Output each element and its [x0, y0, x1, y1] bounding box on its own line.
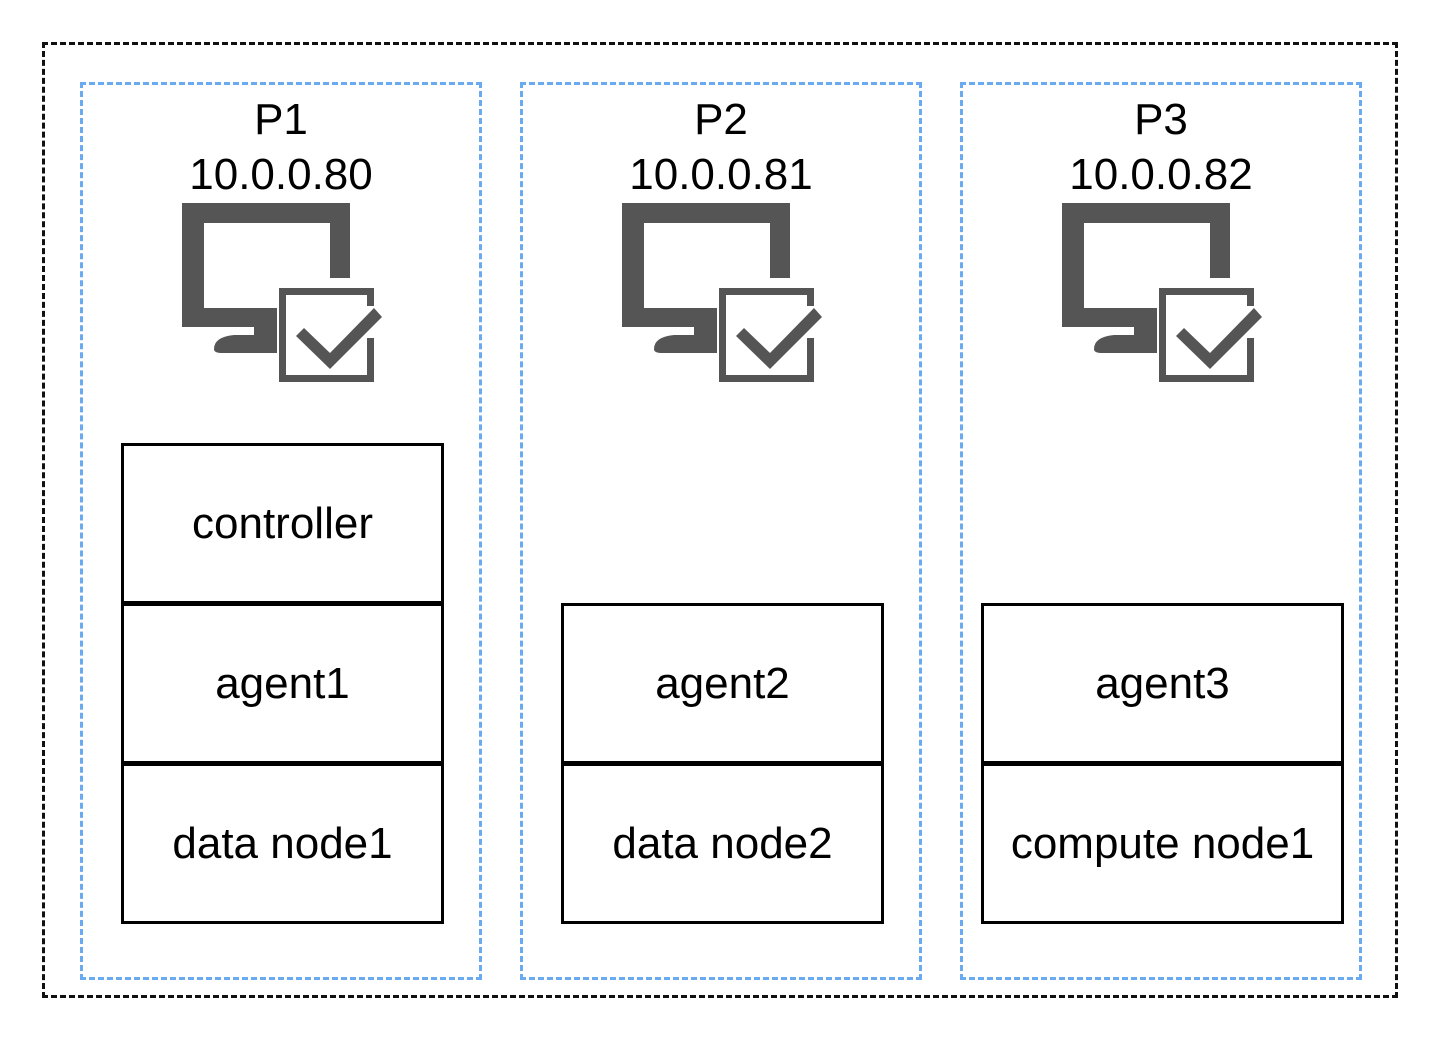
monitor-check-icon — [622, 203, 822, 382]
component-box-agent3: agent3 — [981, 603, 1344, 764]
monitor-check-icon — [182, 203, 382, 382]
component-box-data-node2: data node2 — [561, 763, 884, 924]
host-p1: P1 10.0.0.80 controller agent1 data node… — [80, 82, 482, 980]
component-box-controller: controller — [121, 443, 444, 604]
host-ip: 10.0.0.82 — [1069, 150, 1253, 199]
component-box-compute-node1: compute node1 — [981, 763, 1344, 924]
host-ip: 10.0.0.81 — [629, 150, 813, 199]
monitor-check-icon — [1062, 203, 1262, 382]
host-ip: 10.0.0.80 — [189, 150, 373, 199]
host-name: P1 — [254, 95, 308, 144]
host-name: P2 — [694, 95, 748, 144]
cluster-boundary — [42, 42, 1398, 998]
component-box-data-node1: data node1 — [121, 763, 444, 924]
host-name: P3 — [1134, 95, 1188, 144]
host-p3: P3 10.0.0.82 agent3 compute node1 — [960, 82, 1362, 980]
host-p2: P2 10.0.0.81 agent2 data node2 — [520, 82, 922, 980]
component-box-agent2: agent2 — [561, 603, 884, 764]
component-box-agent1: agent1 — [121, 603, 444, 764]
